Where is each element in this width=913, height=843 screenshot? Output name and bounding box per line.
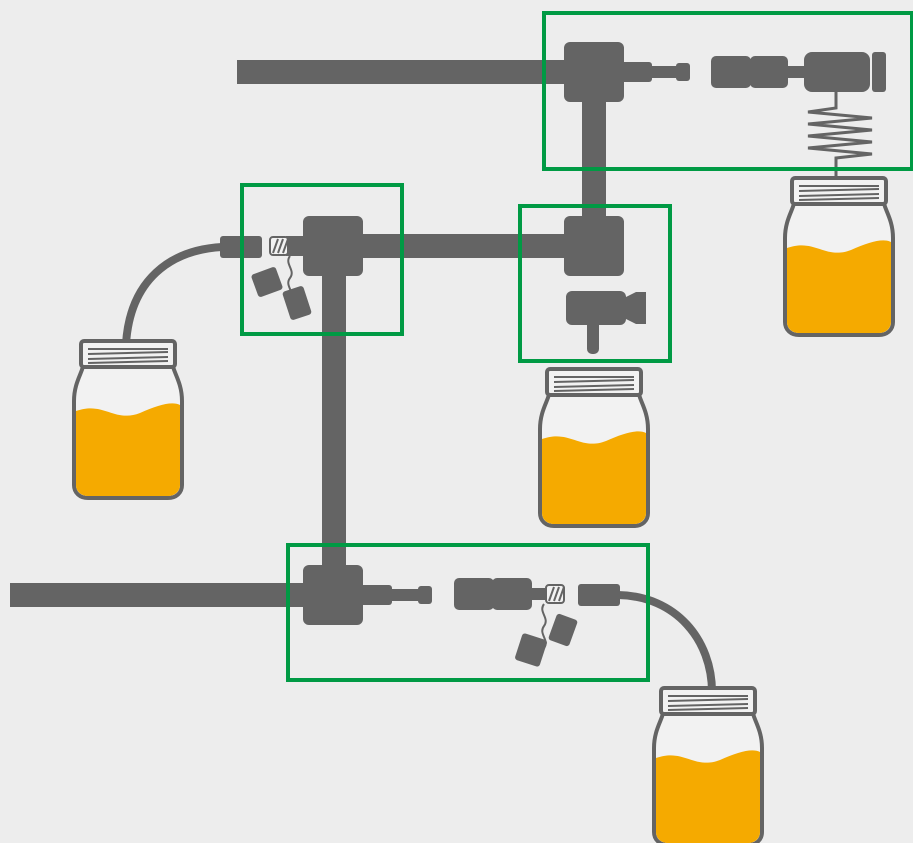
jar-icon xyxy=(72,339,184,500)
hose-coupling-icon xyxy=(711,52,886,92)
dust-cap-icon xyxy=(515,603,578,667)
hose xyxy=(122,243,223,345)
pipe-tee-icon xyxy=(303,565,363,625)
pipe-tee-icon xyxy=(564,42,624,102)
pipe-tee-icon xyxy=(303,216,363,276)
pipe-vertical-left xyxy=(322,240,346,600)
highlight-box-bottom xyxy=(286,543,650,682)
top-tee-assembly xyxy=(564,42,886,190)
hose-coupling-icon xyxy=(454,578,548,610)
pipe-top-horizontal xyxy=(237,60,607,84)
jar-icon xyxy=(652,686,764,843)
pipe-bottom-horizontal xyxy=(10,583,350,607)
dust-cap-icon xyxy=(251,255,312,320)
pipe-tee-icon xyxy=(564,216,624,276)
valve-icon xyxy=(566,291,646,354)
highlight-boxes xyxy=(240,11,913,682)
hose xyxy=(617,591,716,693)
highlight-box-left xyxy=(240,183,404,336)
jar-icon xyxy=(783,176,895,337)
valve-assembly xyxy=(564,216,646,354)
jar-icon xyxy=(538,367,650,528)
left-tee-assembly xyxy=(122,216,363,345)
highlight-box-top-right xyxy=(542,11,913,171)
cooling-coil-icon xyxy=(807,92,873,190)
highlight-box-valve xyxy=(518,204,672,363)
pipe-middle-horizontal xyxy=(320,234,600,258)
bottom-tee-assembly xyxy=(303,565,716,693)
thread-icon xyxy=(545,584,565,604)
thread-icon xyxy=(269,236,289,256)
hose-fitting xyxy=(578,584,620,606)
